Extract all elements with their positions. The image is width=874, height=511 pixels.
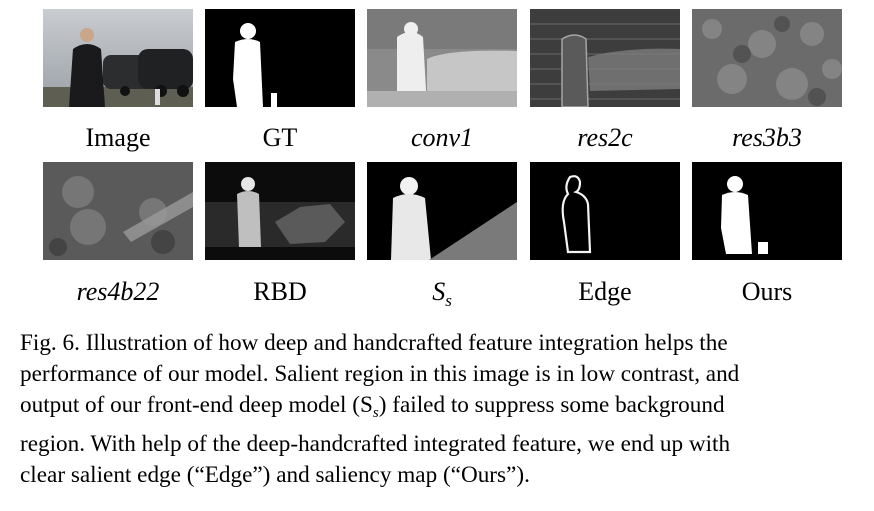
panel-image (43, 9, 193, 107)
panel-label: res2c (577, 123, 633, 152)
panel-label: RBD (253, 277, 307, 306)
panel-label: res3b3 (732, 123, 802, 152)
caption-line: performance of our model. Salient region… (20, 361, 740, 387)
caption-line: Fig. 6. Illustration of how deep and han… (20, 330, 728, 356)
panel-gt (205, 9, 355, 107)
caption-line: clear salient edge (“Edge”) and saliency… (20, 462, 530, 488)
panel-res4b22 (43, 162, 193, 260)
panel-rbd (205, 162, 355, 260)
panel-label: Edge (578, 277, 632, 306)
caption-line: output of our front-end deep model (Ss) … (20, 392, 725, 421)
panel-ours (692, 162, 842, 260)
panel-label: Ss (432, 277, 452, 310)
panel-label: Ours (741, 277, 793, 306)
panel-label: res4b22 (76, 277, 160, 306)
panel-label: GT (262, 123, 298, 152)
panel-ss (367, 162, 517, 260)
panel-label: Image (85, 123, 151, 152)
panel-res2c (530, 9, 680, 107)
panel-label: conv1 (410, 123, 474, 152)
panel-conv1 (367, 9, 517, 107)
panel-res3b3 (692, 9, 842, 107)
panel-edge (530, 162, 680, 260)
caption-line: region. With help of the deep-handcrafte… (20, 431, 731, 457)
figure-caption: Fig. 6. Illustration of how deep and han… (20, 328, 858, 491)
